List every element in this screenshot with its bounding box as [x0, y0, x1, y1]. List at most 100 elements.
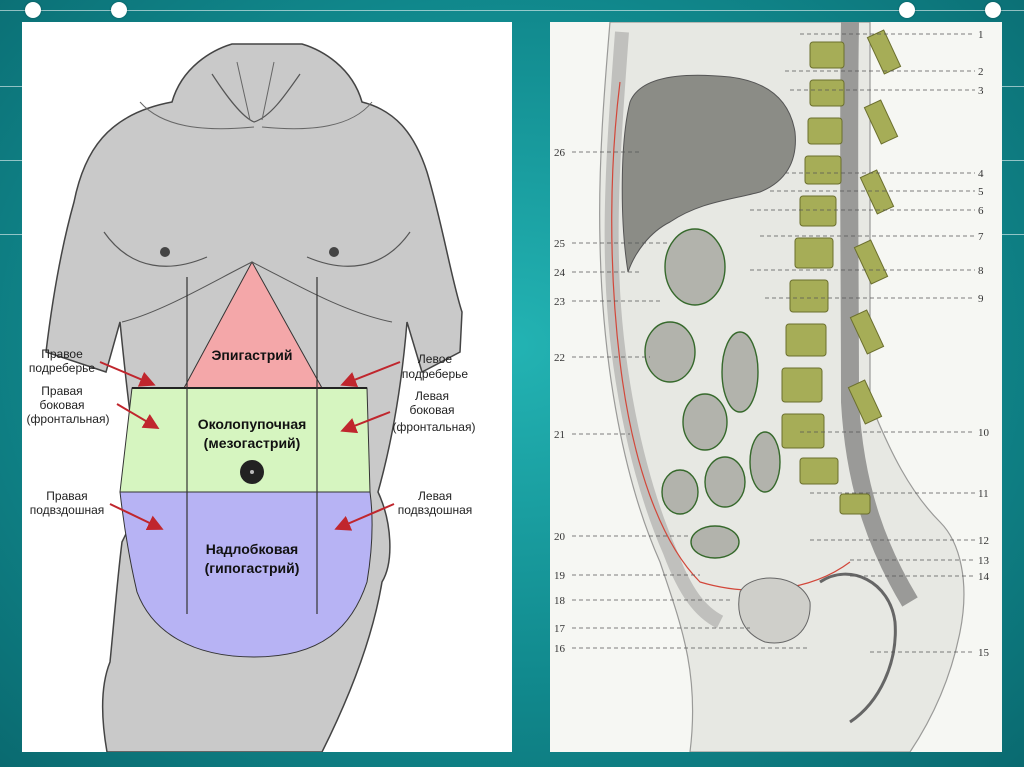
label-left-inguinal-2: подвздошная	[398, 503, 473, 517]
label-left-hypochondrium-2: подреберье	[402, 367, 468, 381]
neck-line	[236, 61, 275, 121]
torso-diagram: Эпигастрий Околопупочная (мезогастрий) Н…	[27, 43, 476, 752]
label-left-inguinal-1: Левая	[418, 489, 452, 503]
arrow-right-hypochondrium	[99, 361, 156, 387]
sagittal-section-illustration: 1 2 3 4 5 6 7 8 9 10 11 12 13 14 15 26 2…	[554, 22, 990, 752]
label-5: 5	[978, 186, 984, 198]
label-13: 13	[978, 555, 990, 567]
nipple-left-body	[329, 247, 339, 257]
frame-rule-4	[1002, 86, 1024, 87]
hypogastric-zone	[119, 491, 373, 658]
label-right-lateral-2: боковая	[39, 398, 84, 412]
label-left-lateral-1: Левая	[415, 389, 449, 403]
sagittal-section-panel: 1 2 3 4 5 6 7 8 9 10 11 12 13 14 15 26 2…	[550, 22, 1002, 752]
label-24: 24	[554, 267, 566, 279]
zone-label-meso-2: (мезогастрий)	[204, 435, 301, 451]
frame-rule-6	[1002, 234, 1024, 235]
label-left-hypochondrium-1: Левое	[418, 352, 452, 366]
arrow-right-lateral	[116, 403, 160, 430]
spinal-canal	[840, 22, 918, 607]
chest-line-right	[306, 231, 411, 267]
zone-label-hypo-2: (гипогастрий)	[205, 560, 300, 576]
label-right-lateral-1: Правая	[41, 384, 82, 398]
label-15: 15	[978, 647, 990, 659]
label-9: 9	[978, 293, 984, 305]
costal-arch	[121, 261, 393, 323]
arrow-group	[99, 361, 401, 531]
intestine-loop	[749, 431, 781, 493]
vertebra	[839, 493, 871, 515]
arrow-left-lateral	[340, 411, 391, 434]
label-19: 19	[554, 570, 566, 582]
intestine-loop	[661, 469, 699, 515]
intestine-loop	[721, 331, 759, 413]
label-14: 14	[978, 571, 990, 583]
frame-rule-top	[0, 10, 1024, 11]
vertebra	[794, 237, 834, 269]
vertebra	[799, 195, 837, 227]
vertebra	[807, 117, 843, 145]
leader-lines-left	[572, 151, 810, 649]
label-4: 4	[978, 168, 984, 180]
spinous-process	[853, 239, 889, 285]
frame-knob	[985, 2, 1001, 18]
vertebra	[781, 367, 823, 403]
intestines	[644, 228, 781, 559]
intestine-loop	[704, 456, 746, 508]
spinous-process	[849, 309, 885, 355]
label-16: 16	[554, 643, 566, 655]
frame-rule-3	[0, 234, 22, 235]
intestine-loop	[664, 228, 726, 306]
label-6: 6	[978, 205, 984, 217]
shoulder-line	[139, 101, 373, 130]
label-11: 11	[978, 488, 989, 500]
vertebra	[809, 41, 845, 69]
frame-knob	[111, 2, 127, 18]
frame-rule-5	[1002, 160, 1024, 161]
chest-line-left	[103, 231, 208, 267]
leader-lines-right	[750, 33, 975, 653]
label-7: 7	[978, 231, 984, 243]
zone-label-epigastric: Эпигастрий	[211, 347, 292, 363]
zone-label-hypo-1: Надлобковая	[206, 541, 298, 557]
spinous-process	[847, 379, 883, 425]
vertebra	[799, 457, 839, 485]
label-1: 1	[978, 29, 984, 41]
rectum	[819, 572, 897, 724]
label-17: 17	[554, 623, 566, 635]
navel-center	[250, 470, 254, 474]
label-8: 8	[978, 265, 984, 277]
label-26: 26	[554, 147, 566, 159]
label-10: 10	[978, 427, 990, 439]
label-right-inguinal-2: подвздошная	[30, 503, 105, 517]
frame-rule-2	[0, 160, 22, 161]
label-right-hypochondrium-2: подреберье	[29, 361, 95, 375]
label-21: 21	[554, 429, 565, 441]
label-20: 20	[554, 531, 566, 543]
arrow-left-hypochondrium	[340, 361, 401, 388]
arrow-right-inguinal	[109, 503, 164, 531]
label-2: 2	[978, 66, 984, 78]
label-right-lateral-3: (фронтальная)	[27, 412, 110, 426]
intestine-loop	[682, 393, 728, 451]
intestine-loop	[644, 321, 696, 383]
label-left-lateral-2: боковая	[409, 403, 454, 417]
arrow-left-inguinal	[334, 503, 395, 531]
nipple-right-body	[160, 247, 170, 257]
spinous-process	[866, 29, 902, 75]
intestine-loop	[690, 525, 740, 559]
frame-rule-1	[0, 86, 22, 87]
abdominal-regions-panel: Эпигастрий Околопупочная (мезогастрий) Н…	[22, 22, 512, 752]
label-right-inguinal-1: Правая	[46, 489, 87, 503]
label-3: 3	[978, 85, 984, 97]
vertebra	[781, 413, 825, 449]
spinous-processes	[847, 29, 902, 425]
vertebra	[804, 155, 842, 185]
label-22: 22	[554, 352, 565, 364]
label-25: 25	[554, 238, 566, 250]
vertebra	[789, 279, 829, 313]
numbers-left: 26 25 24 23 22 21 20 19 18 17 16	[554, 147, 566, 655]
label-left-lateral-3: (фронтальная)	[393, 420, 476, 434]
vertebra	[785, 323, 827, 357]
zone-label-meso-1: Околопупочная	[198, 416, 307, 432]
